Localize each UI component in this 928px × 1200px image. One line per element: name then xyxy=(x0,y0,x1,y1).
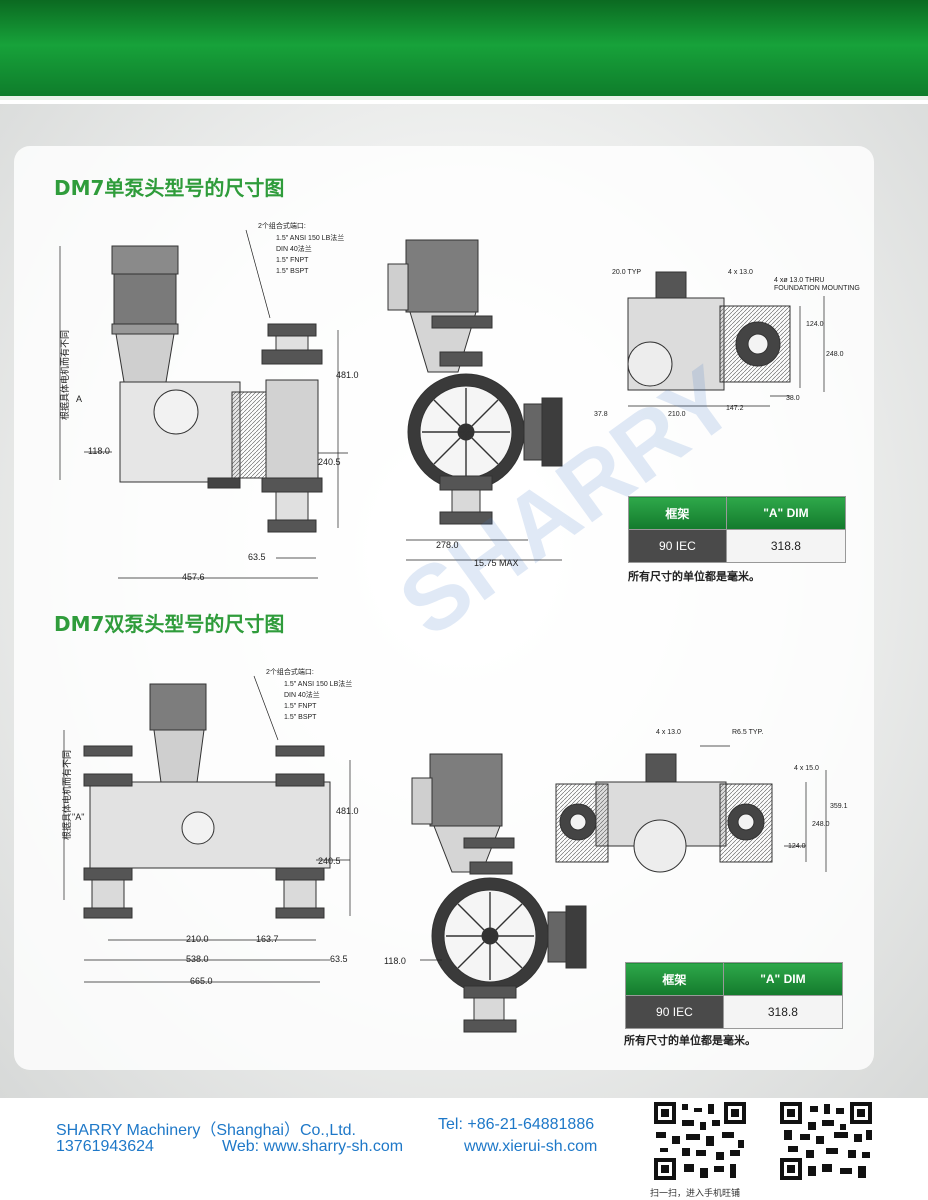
table1-frame-value: 90 IEC xyxy=(628,529,727,563)
table2-header-adim: "A" DIM xyxy=(722,962,844,996)
dim-210-1: 210.0 xyxy=(668,411,686,418)
dim-240-2: 240.5 xyxy=(318,856,341,866)
dim-457-1: 457.6 xyxy=(182,572,205,582)
dim-481-2: 481.0 xyxy=(336,806,359,816)
dim-124-1: 124.0 xyxy=(806,321,824,328)
dim-3591-2: 359.1 xyxy=(830,803,848,810)
dim-240-1: 240.5 xyxy=(318,457,341,467)
unit-note-2: 所有尺寸的单位都是毫米。 xyxy=(624,1034,756,1047)
dim-r65-2: R6.5 TYP. xyxy=(732,729,763,736)
dim-4x13-1: 4 x 13.0 xyxy=(728,269,753,276)
dim-248-1: 248.0 xyxy=(826,351,844,358)
dim-1575-1: 15.75 MAX xyxy=(474,558,519,568)
dim-665-2: 665.0 xyxy=(190,976,213,986)
dim-481-1: 481.0 xyxy=(336,370,359,380)
dim-1472-1: 147.2 xyxy=(726,405,744,412)
port-note-2-line1: 2个组合式端口: xyxy=(266,667,314,676)
dim-118-1: 118.0 xyxy=(88,446,110,456)
dim-378-1: 37.8 xyxy=(594,411,608,418)
dim-278-1: 278.0 xyxy=(436,540,459,550)
dim-foundation-1: FOUNDATION MOUNTING xyxy=(774,285,860,292)
dim-table-1: 框架 "A" DIM 90 IEC 318.8 xyxy=(628,496,847,563)
dim-thru-1: 4 xø 13.0 THRU xyxy=(774,277,824,284)
port-note-2-line5: 1.5" BSPT xyxy=(284,714,317,721)
port-note-1-line4: 1.5" FNPT xyxy=(276,257,309,264)
section1-title: DM7单泵头型号的尺寸图 xyxy=(54,176,285,200)
single-head-top-view xyxy=(627,271,791,391)
footer xyxy=(0,1098,928,1200)
table2-adim-value: 318.8 xyxy=(722,995,844,1029)
motor-note-2: 根据具体电机而有不同 xyxy=(61,750,73,840)
section2-title: DM7双泵头型号的尺寸图 xyxy=(54,612,285,636)
dim-210-2: 210.0 xyxy=(186,934,209,944)
qr-code-icon-2 xyxy=(778,1100,874,1182)
table1-header-adim: "A" DIM xyxy=(725,496,847,530)
single-head-side-view xyxy=(111,245,323,533)
port-note-1-line3: DIN 40法兰 xyxy=(276,244,312,253)
dim-a-2: "A" xyxy=(72,812,84,822)
technical-drawings: SHARRY xyxy=(59,229,827,1033)
port-note-2-line2: 1.5" ANSI 150 LB法兰 xyxy=(284,679,352,688)
footer-web2: www.xierui-sh.com xyxy=(464,1138,598,1155)
footer-tel: Tel: +86-21-64881886 xyxy=(438,1116,595,1133)
dimension-labels: 2个组合式端口: 1.5" ANSI 150 LB法兰 DIN 40法兰 1.5… xyxy=(59,221,860,986)
dim-1637-2: 163.7 xyxy=(256,934,279,944)
dim-4x13-2: 4 x 13.0 xyxy=(656,729,681,736)
port-note-1-line1: 2个组合式端口: xyxy=(258,221,306,230)
unit-note-1: 所有尺寸的单位都是毫米。 xyxy=(628,570,760,583)
port-note-1-line2: 1.5" ANSI 150 LB法兰 xyxy=(276,233,344,242)
motor-note-1: 根据具体电机而有不同 xyxy=(59,330,71,420)
dim-124-2: 124.0 xyxy=(788,843,806,850)
port-note-2-line3: DIN 40法兰 xyxy=(284,690,320,699)
port-note-2-line4: 1.5" FNPT xyxy=(284,703,317,710)
footer-mobile: 13761943624 xyxy=(56,1138,154,1155)
dim-table-2: 框架 "A" DIM 90 IEC 318.8 xyxy=(625,962,844,1029)
double-head-top-view xyxy=(555,753,773,873)
dim-a-1: A xyxy=(76,394,82,404)
footer-company: SHARRY Machinery（Shanghai）Co.,Ltd. xyxy=(56,1122,357,1139)
dim-118-2: 118.0 xyxy=(384,956,406,966)
table2-frame-value: 90 IEC xyxy=(625,995,724,1029)
dim-63-2: 63.5 xyxy=(330,954,348,964)
dim-4x15-2: 4 x 15.0 xyxy=(794,765,819,772)
table2-header-frame: 框架 xyxy=(625,962,724,996)
qr-caption: 扫一扫，进入手机旺铺 xyxy=(650,1189,741,1199)
table1-header-frame: 框架 xyxy=(628,496,727,530)
double-head-side-view xyxy=(83,683,331,919)
dim-248-2: 248.0 xyxy=(812,821,830,828)
port-note-1-line5: 1.5" BSPT xyxy=(276,268,309,275)
qr-code-icon-1 xyxy=(652,1100,748,1182)
dim-63-1: 63.5 xyxy=(248,552,266,562)
dim-20typ-1: 20.0 TYP xyxy=(612,269,641,276)
footer-web: Web: www.sharry-sh.com xyxy=(222,1138,404,1155)
table1-adim-value: 318.8 xyxy=(725,529,847,563)
dim-38-1: 38.0 xyxy=(786,395,800,402)
header-band xyxy=(0,0,928,100)
dim-538-2: 538.0 xyxy=(186,954,209,964)
